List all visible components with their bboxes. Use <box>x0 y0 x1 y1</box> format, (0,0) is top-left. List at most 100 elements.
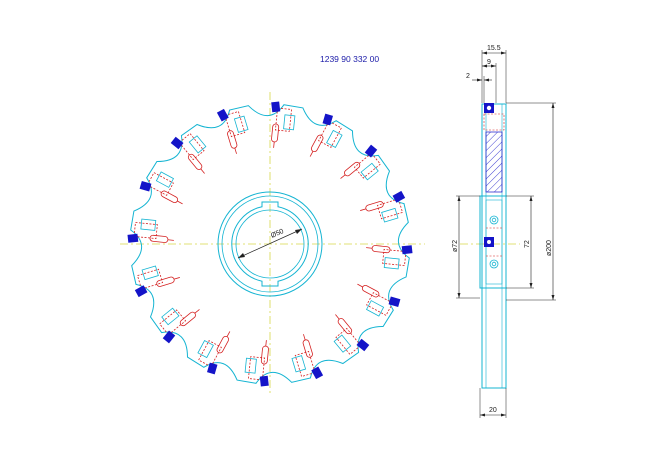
clamp-wedge <box>333 334 352 353</box>
dim-arrow <box>551 295 555 300</box>
insert-station <box>216 108 249 154</box>
clamp-screw <box>365 201 384 212</box>
cutter-body-outline <box>130 104 410 384</box>
clamp-screw <box>227 130 238 149</box>
clamp-screw <box>337 318 353 335</box>
screw-tip <box>194 309 200 314</box>
insert-station <box>244 340 269 387</box>
insert-station <box>291 334 324 380</box>
clamp-wedge <box>291 355 307 373</box>
insert-pocket <box>335 327 362 355</box>
hub-outer-circle <box>217 191 323 297</box>
insert-station <box>333 314 370 355</box>
screw-tip <box>335 314 340 320</box>
overall-width-label: 15.5 <box>487 45 501 52</box>
insert-station <box>134 265 180 298</box>
screw-tip <box>200 168 205 174</box>
cutting-insert <box>356 338 370 352</box>
clamp-wedge <box>360 162 379 181</box>
cutting-insert <box>311 366 324 380</box>
insert-station <box>366 245 413 270</box>
clamp-screw <box>156 276 175 287</box>
cutting-insert <box>207 362 218 375</box>
cutting-insert <box>162 330 176 344</box>
screw-tip <box>303 334 306 341</box>
screw-tip <box>360 208 367 211</box>
dim-arrow <box>482 51 487 55</box>
insert-station <box>159 307 200 344</box>
hatched-section <box>485 131 503 193</box>
screw-tip <box>234 147 237 154</box>
insert-station <box>357 283 401 317</box>
bore-diameter-label: Ø50 <box>270 228 285 240</box>
dim-arrow <box>457 293 461 298</box>
dim-arrow <box>501 413 506 417</box>
hub-diameter-label: ø72 <box>452 240 459 252</box>
hub-height-label: 72 <box>524 240 531 248</box>
insert-pocket <box>382 248 407 266</box>
insert-pocket <box>353 152 381 179</box>
dim-arrow <box>457 196 461 201</box>
clamp-screw <box>361 284 380 298</box>
clamp-wedge <box>140 218 157 231</box>
clamp-wedge <box>383 257 400 270</box>
cutting-insert <box>139 181 152 192</box>
screw-tip <box>357 283 363 288</box>
side-view: 15.5 9 2 20 ø72 72 <box>452 45 556 418</box>
hub-width-label: 20 <box>489 407 497 414</box>
clamp-screw <box>149 234 169 243</box>
clamp-screw <box>310 134 324 153</box>
insert-pocket <box>178 133 205 161</box>
clamp-screw <box>179 311 196 327</box>
screw-tip <box>309 151 314 157</box>
cutting-insert <box>127 233 139 243</box>
cutting-insert <box>388 296 401 307</box>
bore-circle <box>235 209 305 279</box>
clamp-screw <box>371 245 391 254</box>
hub-section <box>479 195 507 289</box>
middle-insert-screw <box>487 240 491 244</box>
cutting-insert <box>259 375 269 387</box>
cutting-insert <box>392 190 406 203</box>
screw-tip <box>366 247 373 249</box>
clamp-screw <box>271 123 280 143</box>
clamp-screw <box>344 161 361 177</box>
bore-with-keyways <box>231 201 309 287</box>
dim-arrow <box>484 78 489 82</box>
bore-dimension-arrow <box>238 253 245 258</box>
dim-arrow <box>477 78 482 82</box>
dim-arrow <box>501 51 506 55</box>
clamp-wedge <box>141 265 159 281</box>
edge-offset-label: 2 <box>466 73 470 80</box>
hub-inner-circle <box>221 195 319 293</box>
insert-pocket <box>248 356 266 381</box>
screw-tip <box>167 239 174 241</box>
dim-arrow <box>480 413 485 417</box>
cutting-insert <box>170 136 184 150</box>
insert-pocket <box>159 309 187 336</box>
top-insert-screw <box>486 105 492 111</box>
clamp-screw-lower <box>489 259 499 269</box>
insert-pocket <box>376 198 404 220</box>
screw-tip <box>340 174 346 179</box>
screw-tip <box>273 141 275 148</box>
cutting-insert <box>401 245 413 255</box>
insert-pocket <box>136 268 164 290</box>
clamp-wedge <box>155 171 175 188</box>
screw-tip <box>173 277 180 280</box>
insert-station <box>139 171 183 205</box>
clamp-wedge <box>188 135 207 154</box>
clamp-screw <box>260 345 269 365</box>
clamp-screw <box>216 335 230 354</box>
cutting-insert <box>322 113 333 126</box>
clamp-wedge <box>326 129 343 149</box>
dim-arrow <box>529 283 533 288</box>
insert-station <box>170 133 207 174</box>
clamp-screw-upper-inner <box>491 217 497 223</box>
front-view: Ø50 <box>120 92 425 395</box>
dim-arrow <box>482 64 487 68</box>
dim-arrow <box>491 64 496 68</box>
cutting-insert <box>216 108 229 122</box>
insert-station <box>340 144 381 181</box>
